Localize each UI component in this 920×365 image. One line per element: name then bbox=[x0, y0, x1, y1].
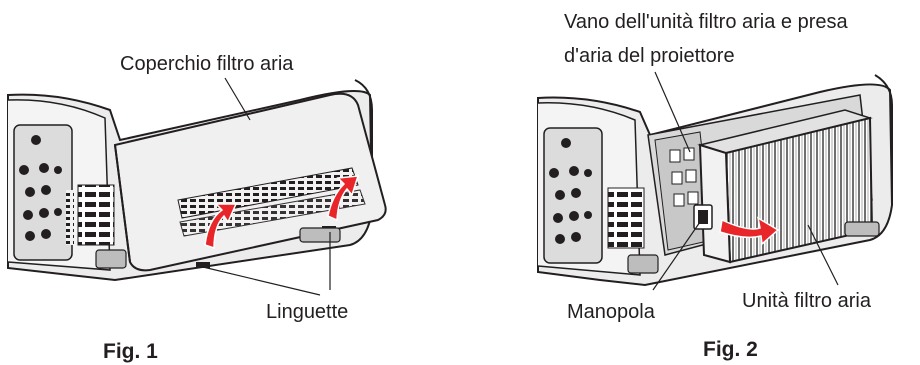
caption-fig-1: Fig. 1 bbox=[103, 340, 158, 363]
side-vent-2 bbox=[607, 187, 645, 249]
lift-arrows bbox=[204, 175, 360, 250]
label-filter-compartment-line1: Vano dell'unità filtro aria e presa bbox=[564, 11, 848, 33]
up-arrow-icon bbox=[327, 175, 360, 222]
feet-2 bbox=[627, 221, 880, 274]
control-panel-1 bbox=[13, 124, 74, 261]
side-vent-1 bbox=[77, 184, 115, 246]
air-filter-cover bbox=[113, 92, 387, 272]
pull-arrow-icon bbox=[719, 216, 780, 246]
control-panel-2 bbox=[543, 127, 603, 264]
tab-left bbox=[196, 262, 210, 268]
caption-fig-2: Fig. 2 bbox=[703, 338, 758, 361]
leaders-2 bbox=[652, 71, 839, 291]
label-filter-compartment-line2: d'aria del proiettore bbox=[564, 45, 735, 67]
leaders-1 bbox=[202, 77, 331, 296]
label-air-filter-cover: Coperchio filtro aria bbox=[120, 53, 294, 75]
pull-arrow bbox=[719, 216, 780, 246]
label-tabs: Linguette bbox=[266, 301, 348, 323]
label-knob: Manopola bbox=[567, 301, 656, 323]
figure-2: Vano dell'unità filtro aria e presa d'ar… bbox=[537, 11, 894, 361]
label-air-filter-unit: Unità filtro aria bbox=[742, 290, 872, 312]
up-arrow-icon bbox=[204, 203, 238, 250]
figure-1: Coperchio filtro aria Linguette Fig. 1 bbox=[7, 53, 387, 363]
filter-knob bbox=[693, 204, 713, 230]
